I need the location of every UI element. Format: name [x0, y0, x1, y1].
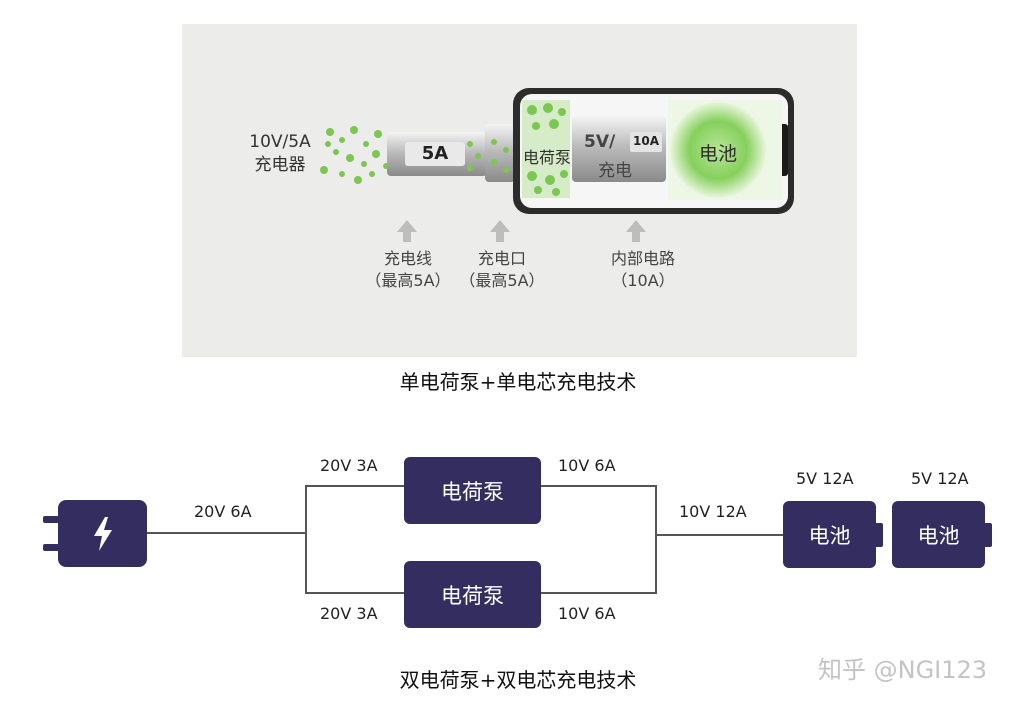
charger-label-line1: 10V/5A: [249, 132, 311, 152]
plug-prong-bottom: [43, 544, 59, 551]
single-pump-illustration: [320, 88, 794, 242]
port-caption-line2: （最高5A）: [459, 271, 545, 290]
top-branch-input-label: 20V 3A: [320, 456, 378, 475]
port-caption-line1: 充电口: [477, 249, 526, 268]
battery-cell-2: 电池: [892, 501, 985, 568]
cable-badge-bg: [405, 142, 465, 166]
wire-top-out: [540, 485, 657, 487]
charger-label-line2: 充电器: [254, 155, 306, 175]
battery-glow: [670, 102, 766, 198]
cable-badge: 5A: [421, 143, 449, 164]
circuit-badge-bg: [630, 132, 662, 152]
wire-input: [146, 532, 306, 534]
up-arrows: [397, 220, 646, 242]
battery-1-rating: 5V 12A: [796, 469, 854, 488]
wire-merge-vertical: [655, 485, 657, 594]
pump-dots: [527, 103, 568, 196]
internal-caption-line1: 内部电路: [610, 249, 675, 268]
bottom-branch-input-label: 20V 3A: [320, 604, 378, 623]
bottom-caption: 双电荷泵+双电芯充电技术: [399, 668, 637, 692]
battery-cell-1: 电池: [783, 501, 876, 568]
charger-dots: [320, 126, 389, 184]
cable-dots: [467, 141, 481, 171]
cable-caption-line1: 充电线: [383, 249, 432, 268]
merged-output-label: 10V 12A: [679, 502, 747, 521]
pump-label: 电荷泵: [522, 148, 571, 167]
input-voltage-label: 20V 6A: [194, 502, 252, 521]
watermark: 知乎 @NGI123: [818, 656, 988, 684]
bottom-branch-output-label: 10V 6A: [558, 604, 616, 623]
wire-bottom-in: [305, 592, 405, 594]
port-dots: [491, 139, 509, 173]
battery-2-rating: 5V 12A: [911, 469, 969, 488]
internal-caption-line2: （10A）: [611, 271, 675, 290]
battery-1-terminal: [875, 523, 883, 547]
top-branch-output-label: 10V 6A: [558, 456, 616, 475]
charge-pump-1: 电荷泵: [404, 457, 541, 524]
cable-caption-line2: （最高5A）: [365, 271, 451, 290]
battery-label: 电池: [698, 143, 737, 165]
wire-split-vertical: [305, 485, 307, 594]
circuit-label-line1: 5V/: [584, 132, 616, 152]
lightning-icon: [93, 516, 112, 551]
charger-plug: [58, 500, 147, 567]
circuit-badge: 10A: [633, 134, 659, 148]
wire-top-in: [305, 485, 405, 487]
battery-2-terminal: [984, 523, 992, 547]
top-caption: 单电荷泵+单电芯充电技术: [399, 370, 637, 394]
wire-to-battery: [655, 534, 785, 536]
port-body: [485, 124, 515, 182]
charge-pump-2: 电荷泵: [404, 561, 541, 628]
wire-bottom-out: [540, 592, 657, 594]
plug-prong-top: [43, 516, 59, 523]
circuit-label-line2: 充电: [598, 161, 632, 181]
